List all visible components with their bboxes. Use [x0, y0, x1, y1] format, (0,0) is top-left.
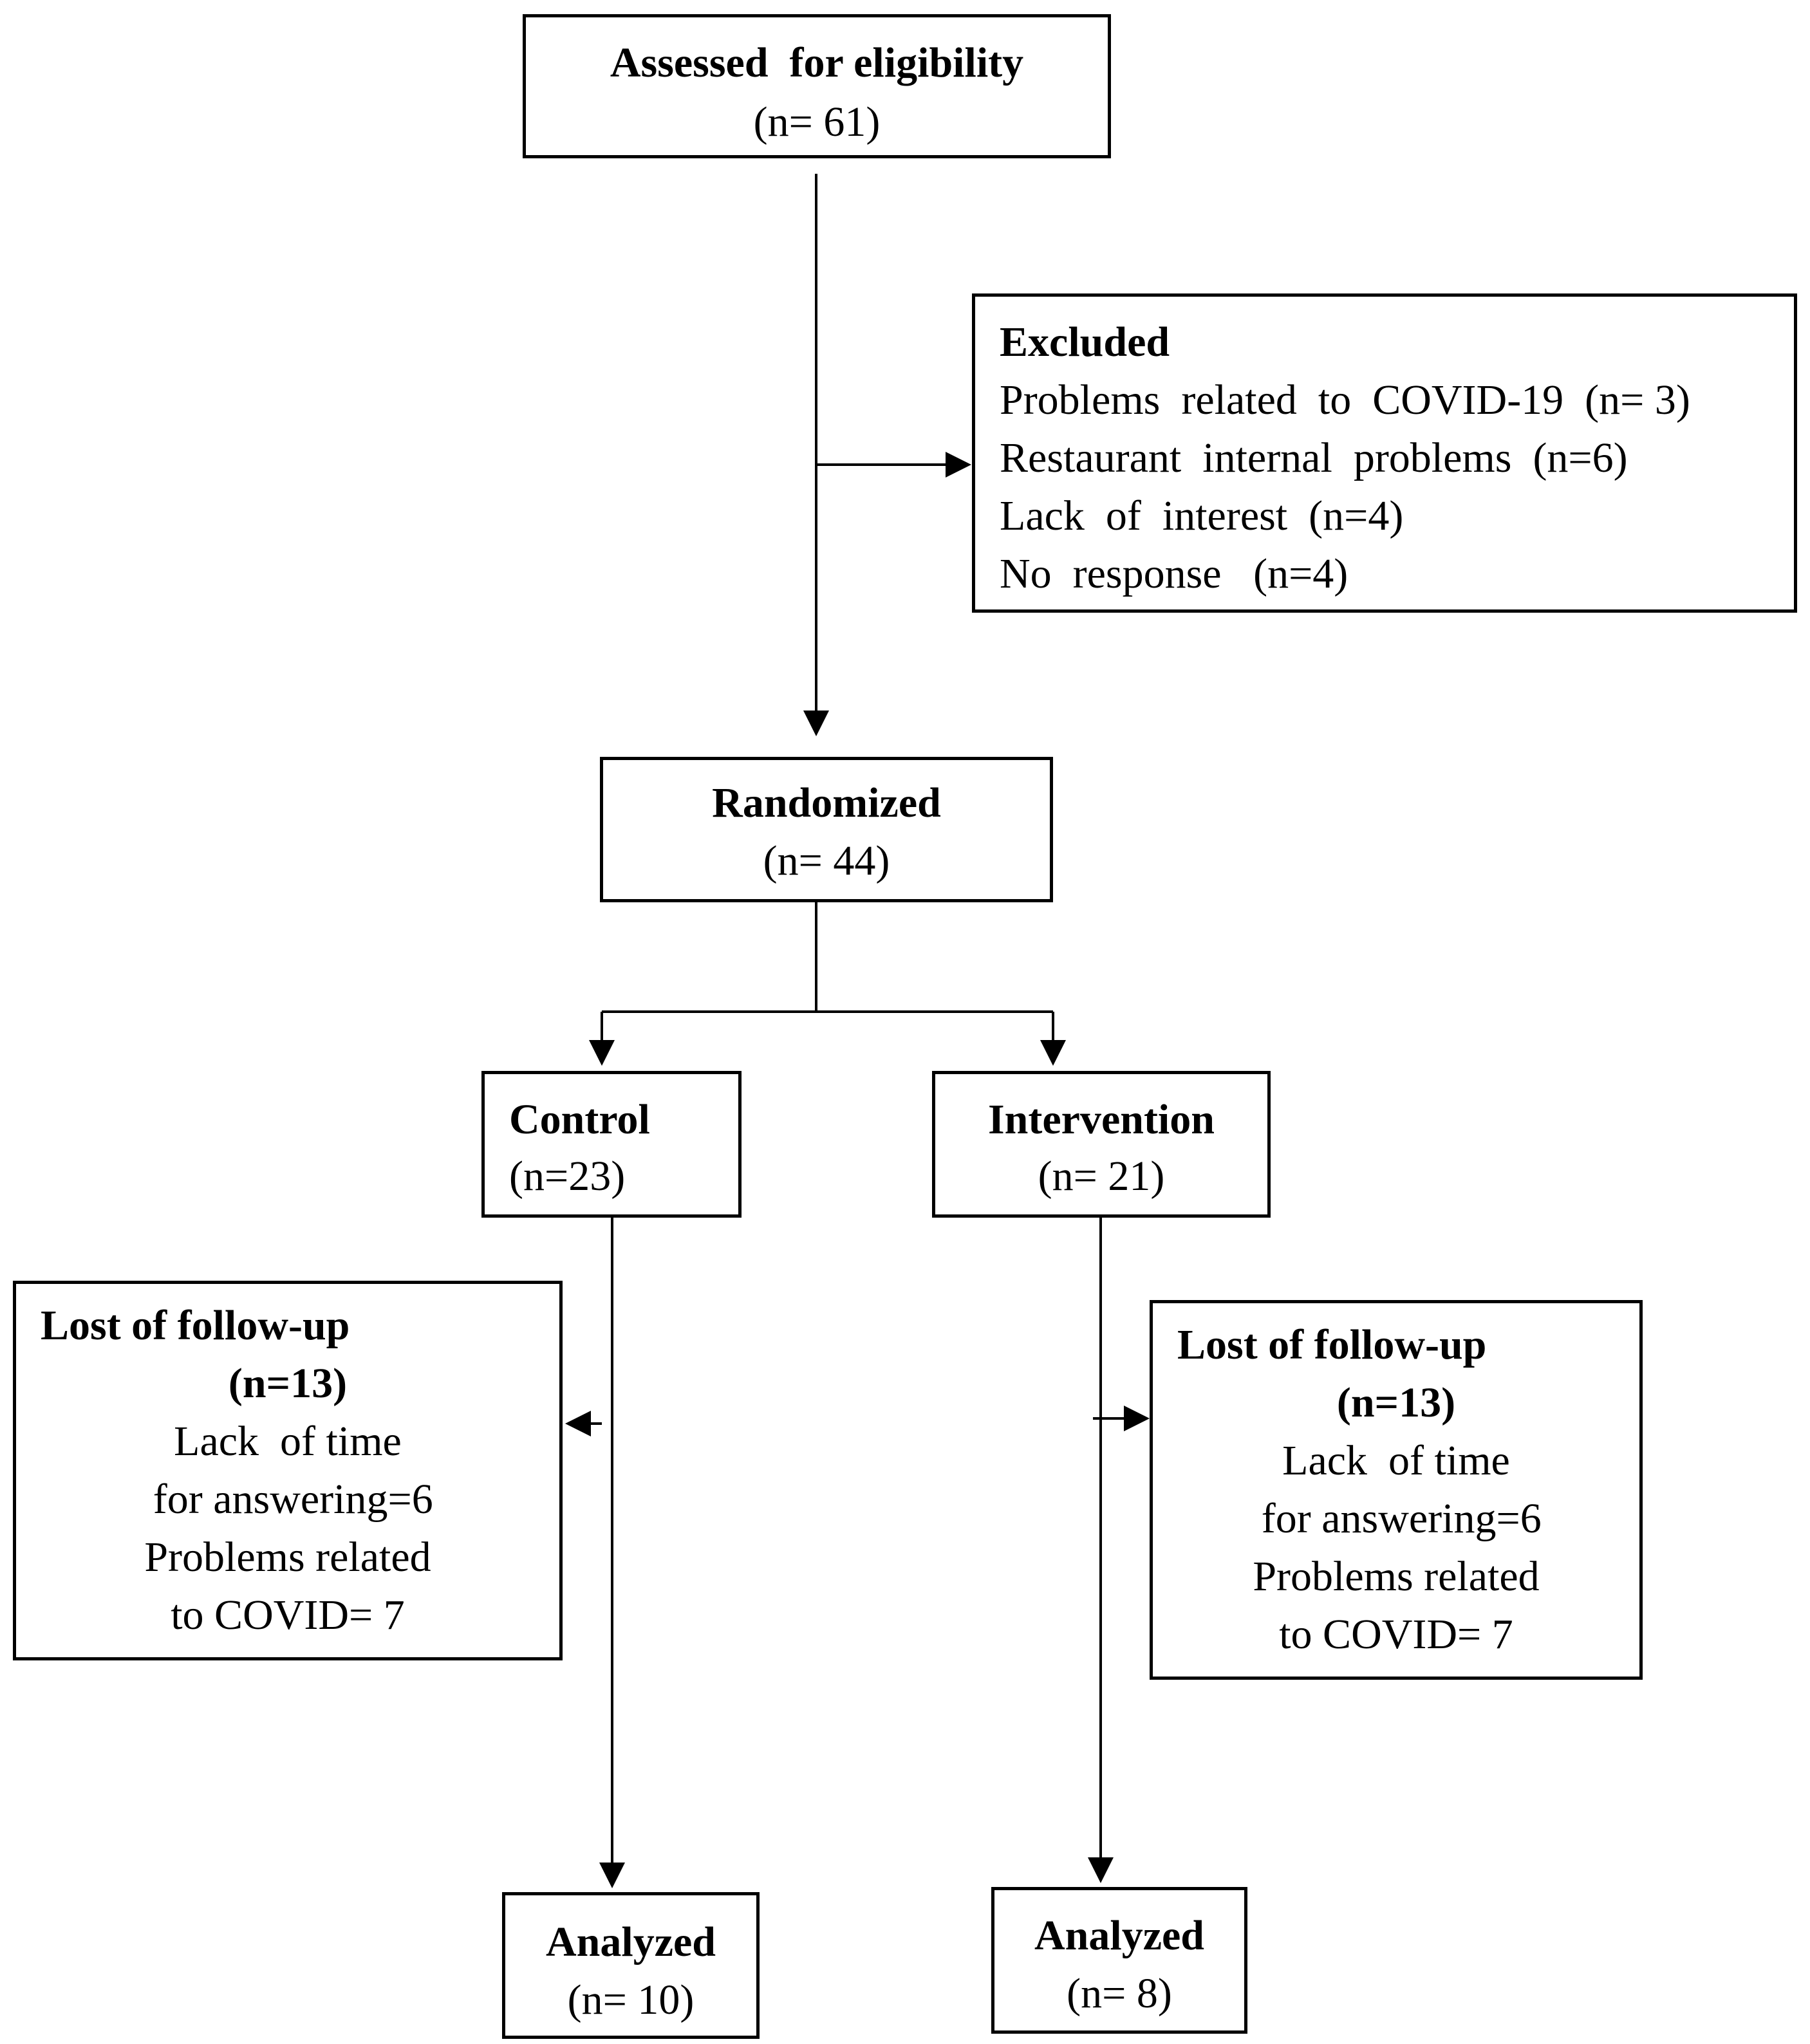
analyzed-control-box: Analyzed (n= 10): [502, 1892, 760, 2039]
control-count: (n=23): [509, 1153, 626, 1200]
lost-followup-control-line-3: Problems related: [144, 1534, 431, 1581]
randomized-title: Randomized: [712, 779, 941, 826]
analyzed-intervention-title: Analyzed: [1034, 1912, 1204, 1959]
randomized-box: Randomized (n= 44): [600, 757, 1053, 902]
lost-followup-intervention-line-4: to COVID= 7: [1279, 1611, 1513, 1658]
lost-followup-control-line-1: Lack of time: [174, 1418, 402, 1465]
excluded-reason-1: Problems related to COVID-19 (n= 3): [1000, 376, 1690, 423]
excluded-reason-4: No response (n=4): [1000, 550, 1348, 597]
analyzed-control-count: (n= 10): [567, 1976, 695, 2023]
analyzed-control-title: Analyzed: [546, 1919, 716, 1965]
lost-followup-control-box: Lost of follow-up (n=13) Lack of time fo…: [13, 1281, 563, 1660]
lost-followup-intervention-box: Lost of follow-up (n=13) Lack of time fo…: [1150, 1300, 1643, 1680]
lost-followup-intervention-title: Lost of follow-up: [1177, 1321, 1487, 1368]
intervention-box: Intervention (n= 21): [932, 1071, 1271, 1218]
assessed-count: (n= 61): [753, 98, 881, 145]
control-title: Control: [509, 1096, 650, 1143]
analyzed-intervention-box: Analyzed (n= 8): [991, 1887, 1247, 2034]
control-box: Control (n=23): [481, 1071, 742, 1218]
lost-followup-control-count: (n=13): [228, 1360, 348, 1407]
lost-followup-intervention-count: (n=13): [1336, 1379, 1456, 1426]
excluded-reason-3: Lack of interest (n=4): [1000, 492, 1404, 539]
lost-followup-intervention-line-2: for answering=6: [1251, 1495, 1542, 1542]
lost-followup-control-line-4: to COVID= 7: [171, 1592, 405, 1639]
randomized-count: (n= 44): [763, 837, 890, 884]
analyzed-intervention-count: (n= 8): [1067, 1970, 1172, 2017]
assessed-title: Assessed for eligibility: [610, 39, 1024, 86]
assessed-box: Assessed for eligibility (n= 61): [523, 14, 1111, 158]
lost-followup-control-title: Lost of follow-up: [41, 1302, 350, 1349]
excluded-box: Excluded Problems related to COVID-19 (n…: [972, 293, 1797, 613]
intervention-title: Intervention: [988, 1096, 1215, 1143]
lost-followup-control-line-2: for answering=6: [142, 1476, 433, 1523]
excluded-title: Excluded: [1000, 319, 1170, 366]
lost-followup-intervention-line-1: Lack of time: [1282, 1437, 1510, 1484]
excluded-reason-2: Restaurant internal problems (n=6): [1000, 434, 1628, 481]
intervention-count: (n= 21): [1038, 1153, 1165, 1200]
lost-followup-intervention-line-3: Problems related: [1253, 1553, 1540, 1600]
